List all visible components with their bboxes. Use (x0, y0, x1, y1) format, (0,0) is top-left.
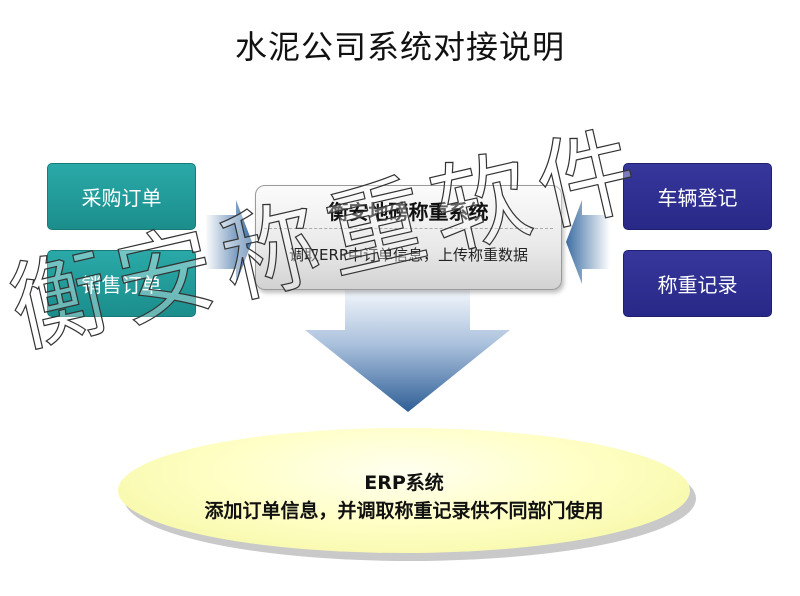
box-vehicle-registration: 车辆登记 (623, 163, 772, 230)
erp-system-ellipse: ERP系统 添加订单信息，并调取称重记录供不同部门使用 (118, 428, 698, 563)
box-label: 车辆登记 (657, 186, 738, 210)
box-label: 销售订单 (81, 273, 162, 297)
page-title: 水泥公司系统对接说明 (234, 28, 565, 66)
right-arrow (566, 200, 610, 284)
weighing-system-description: 调取ERP中订单信息，上传称重数据 (289, 246, 528, 264)
left-arrow (205, 200, 252, 284)
box-label: 称重记录 (657, 273, 738, 297)
box-purchase-order: 采购订单 (47, 163, 196, 230)
weighing-system-box: 衡安地磅称重系统 调取ERP中订单信息，上传称重数据 (255, 185, 562, 290)
down-arrow (305, 290, 510, 412)
box-label: 采购订单 (81, 186, 162, 210)
weighing-system-title: 衡安地磅称重系统 (328, 200, 489, 224)
box-weighing-records: 称重记录 (623, 250, 772, 317)
erp-title: ERP系统 (364, 472, 444, 494)
erp-description: 添加订单信息，并调取称重记录供不同部门使用 (204, 500, 604, 522)
ellipse-body: ERP系统 添加订单信息，并调取称重记录供不同部门使用 (118, 428, 690, 553)
divider (264, 228, 553, 229)
box-sales-order: 销售订单 (47, 250, 196, 317)
